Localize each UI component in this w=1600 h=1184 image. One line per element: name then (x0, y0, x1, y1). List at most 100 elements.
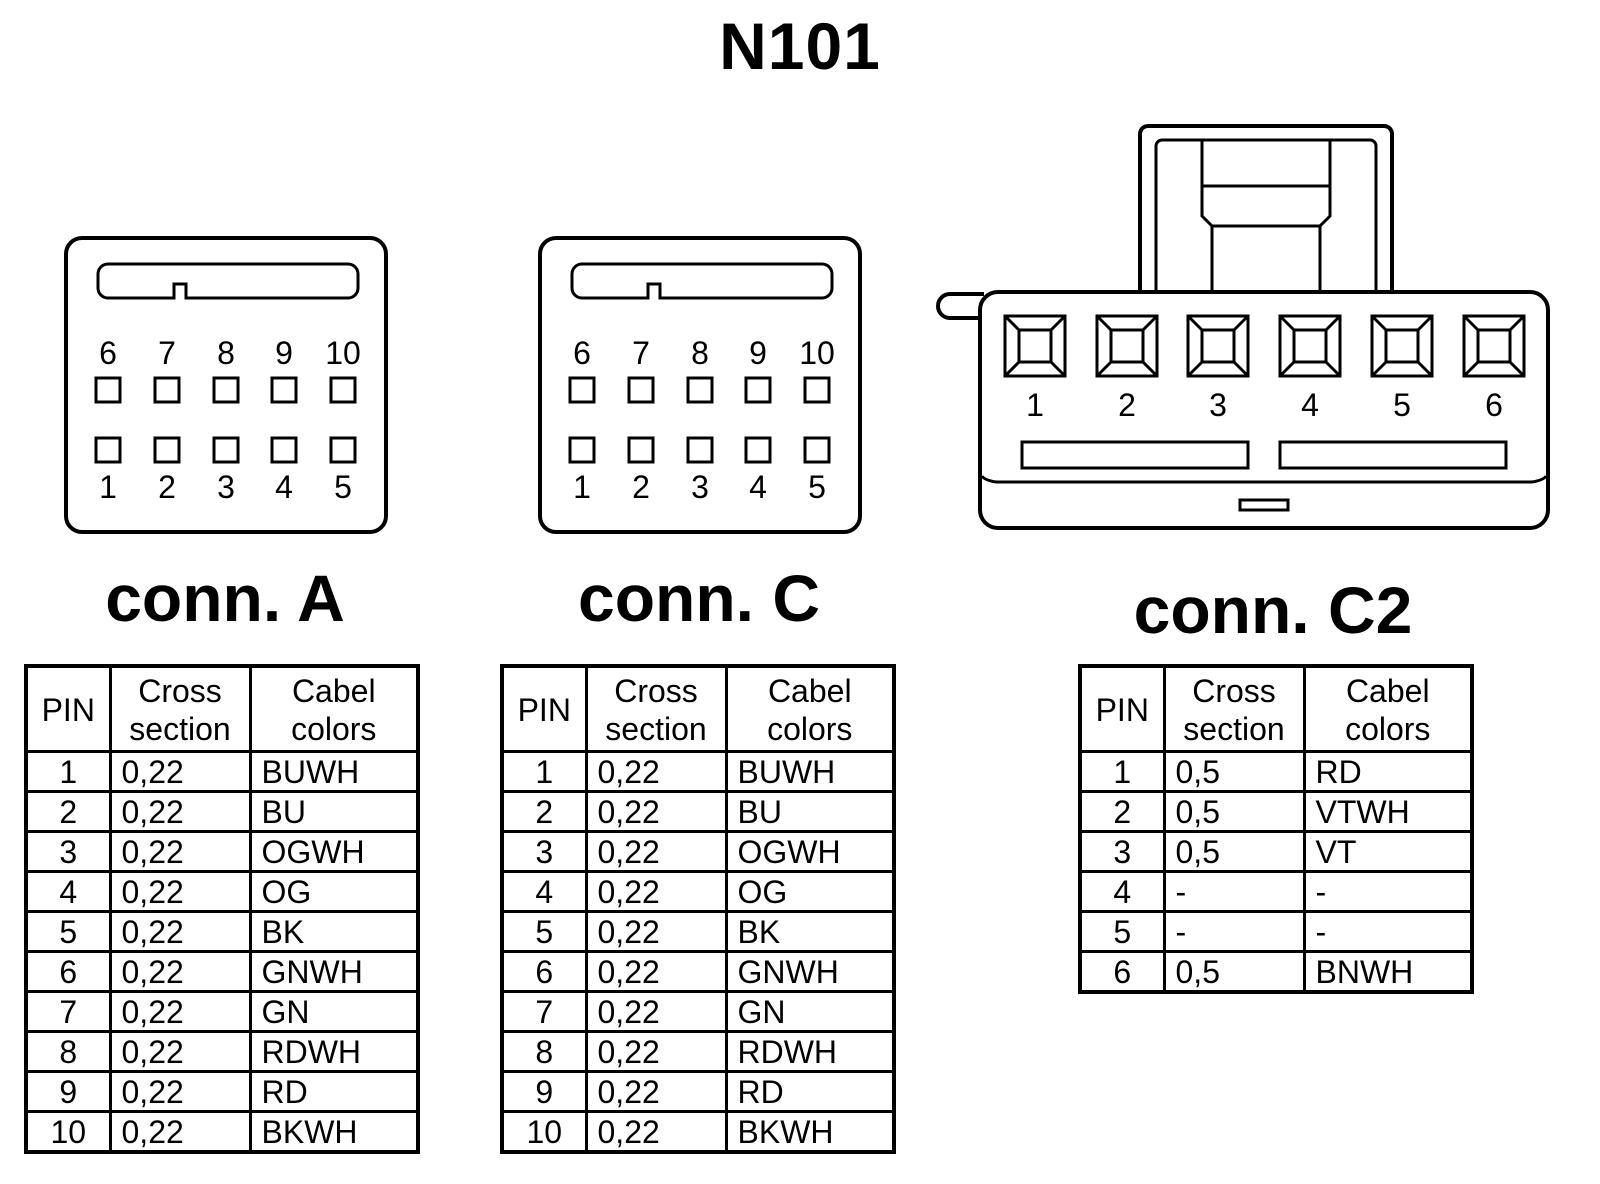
cable-color-cell: OG (248, 870, 420, 913)
cable-color-cell: GN (248, 990, 420, 1033)
cross-section-cell: 0,22 (108, 1070, 252, 1113)
connector-c-label: conn. C (578, 561, 820, 635)
diagram-title: N101 (719, 9, 881, 83)
pin-number-label: 1 (1026, 387, 1044, 423)
pin-number-label: 10 (325, 335, 361, 371)
pin-number-cell: 1 (24, 750, 112, 793)
pin-number-label: 10 (799, 335, 835, 371)
cross-section-cell: 0,22 (584, 950, 728, 993)
pin-socket (153, 376, 181, 404)
pin-socket (94, 376, 122, 404)
pin-terminal (1370, 314, 1434, 378)
cross-section-cell: 0,22 (584, 830, 728, 873)
pin-number-cell: 8 (24, 1030, 112, 1073)
pin-number-label: 8 (217, 335, 235, 371)
pin-number-label: 4 (749, 469, 767, 505)
pin-terminal (1003, 314, 1067, 378)
pin-number-label: 7 (632, 335, 650, 371)
cross-section-cell: 0,22 (584, 1030, 728, 1073)
cable-color-cell: BK (724, 910, 896, 953)
cable-color-cell: GNWH (248, 950, 420, 993)
pin-number-cell: 5 (1078, 910, 1166, 953)
pin-number-cell: 4 (1078, 870, 1166, 913)
pin-number-label: 2 (632, 469, 650, 505)
pin-number-label: 3 (691, 469, 709, 505)
cross-section-cell: - (1162, 910, 1306, 953)
pin-number-label: 3 (217, 469, 235, 505)
cross-section-cell: 0,5 (1162, 790, 1306, 833)
cross-section-cell: 0,22 (108, 1030, 252, 1073)
pin-terminal (1278, 314, 1342, 378)
cross-section-cell: 0,22 (108, 910, 252, 953)
pin-number-cell: 6 (1078, 950, 1166, 994)
pin-terminal (1186, 314, 1250, 378)
pin-socket (94, 436, 122, 464)
pin-number-cell: 6 (500, 950, 588, 993)
cross-section-cell: - (1162, 870, 1306, 913)
pin-header: PIN (24, 664, 112, 753)
pin-number-label: 5 (808, 469, 826, 505)
pin-number-cell: 5 (24, 910, 112, 953)
cable-color-cell: BK (248, 910, 420, 953)
pin-number-cell: 2 (1078, 790, 1166, 833)
housing-ledge (980, 475, 1548, 484)
cable-color-cell: BNWH (1302, 950, 1474, 994)
connector-a-label: conn. A (105, 561, 345, 635)
cross-section-cell: 0,5 (1162, 830, 1306, 873)
pin-number-label: 3 (1209, 387, 1227, 423)
pin-number-label: 5 (334, 469, 352, 505)
cross-section-cell: 0,5 (1162, 750, 1306, 793)
pin-socket (803, 376, 831, 404)
pin-number-cell: 4 (500, 870, 588, 913)
pin-number-cell: 7 (500, 990, 588, 1033)
cable-color-cell: BU (248, 790, 420, 833)
cross-section-cell: 0,22 (108, 950, 252, 993)
pin-number-cell: 10 (24, 1110, 112, 1154)
pin-number-label: 2 (1118, 387, 1136, 423)
pin-header: PIN (1078, 664, 1166, 753)
pin-number-cell: 2 (500, 790, 588, 833)
cross-section-cell: 0,22 (584, 990, 728, 1033)
pin-number-label: 6 (573, 335, 591, 371)
pin-number-cell: 5 (500, 910, 588, 953)
connector-c2-label: conn. C2 (1133, 573, 1413, 647)
cable-color-cell: GN (724, 990, 896, 1033)
pin-socket (270, 436, 298, 464)
cable-color-cell: OG (724, 870, 896, 913)
pin-socket (212, 376, 240, 404)
cross-section-cell: 0,22 (584, 1070, 728, 1113)
cross-section-cell: 0,5 (1162, 950, 1306, 994)
pin-number-label: 8 (691, 335, 709, 371)
pin-number-cell: 7 (24, 990, 112, 1033)
cross-section-cell: 0,22 (584, 750, 728, 793)
latch-frame-inner (1154, 138, 1378, 294)
key-slot (96, 262, 360, 300)
cross-section-cell: 0,22 (108, 830, 252, 873)
pin-number-label: 1 (573, 469, 591, 505)
pin-number-cell: 10 (500, 1110, 588, 1154)
cable-color-cell: - (1302, 870, 1474, 913)
pin-number-label: 6 (99, 335, 117, 371)
cable-color-cell: OGWH (724, 830, 896, 873)
pin-number-label: 2 (158, 469, 176, 505)
pin-socket (329, 436, 357, 464)
pin-socket (686, 436, 714, 464)
cross-section-cell: 0,22 (584, 1110, 728, 1154)
pin-number-cell: 1 (500, 750, 588, 793)
